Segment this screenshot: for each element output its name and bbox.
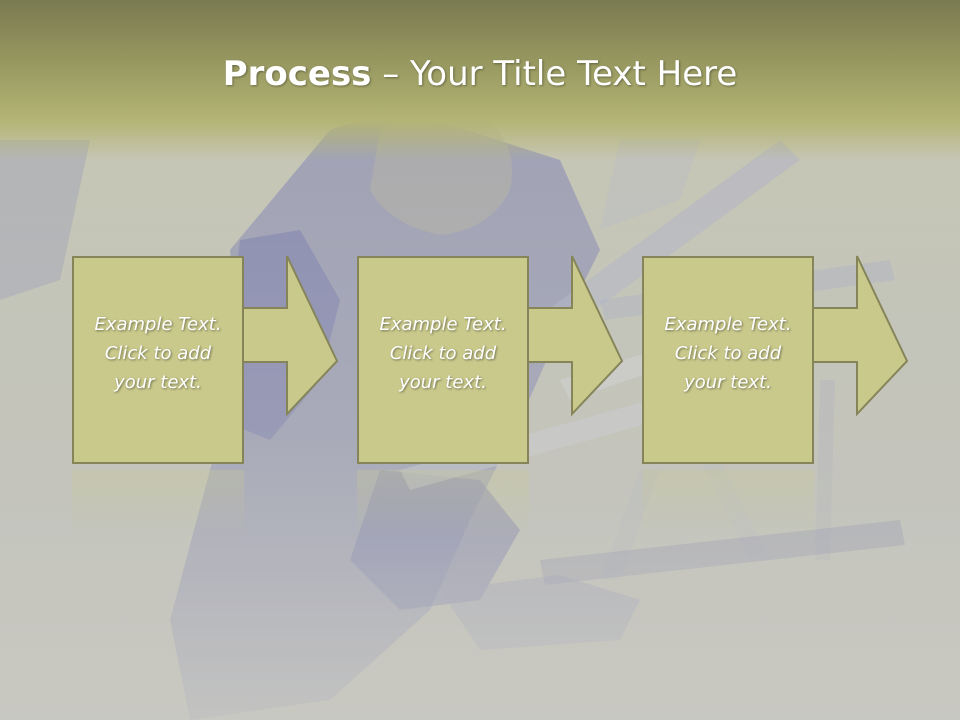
title-bold: Process (222, 54, 372, 94)
step-1-line-3: your text. (114, 372, 202, 393)
step-3-line-1: Example Text. (664, 314, 792, 335)
title-rest: – Your Title Text Here (371, 54, 738, 94)
step-3-reflection (642, 470, 814, 540)
step-3-shape (642, 255, 909, 464)
step-3-line-2: Click to add (674, 343, 782, 364)
step-1-line-1: Example Text. (94, 314, 222, 335)
step-2-line-2: Click to add (389, 343, 497, 364)
title-band (0, 0, 960, 160)
step-2-line-1: Example Text. (379, 314, 507, 335)
step-1-shape (72, 255, 339, 464)
step-1-line-2: Click to add (104, 343, 212, 364)
step-3-line-3: your text. (684, 372, 772, 393)
step-2-text: Example Text. Click to add your text. (357, 310, 529, 397)
step-3-text: Example Text. Click to add your text. (642, 310, 814, 397)
step-2-reflection (357, 470, 529, 540)
step-1-text: Example Text. Click to add your text. (72, 310, 244, 397)
step-1-reflection (72, 470, 244, 540)
slide-title[interactable]: Process – Your Title Text Here (0, 52, 960, 96)
step-2-shape (357, 255, 624, 464)
step-2-line-3: your text. (399, 372, 487, 393)
